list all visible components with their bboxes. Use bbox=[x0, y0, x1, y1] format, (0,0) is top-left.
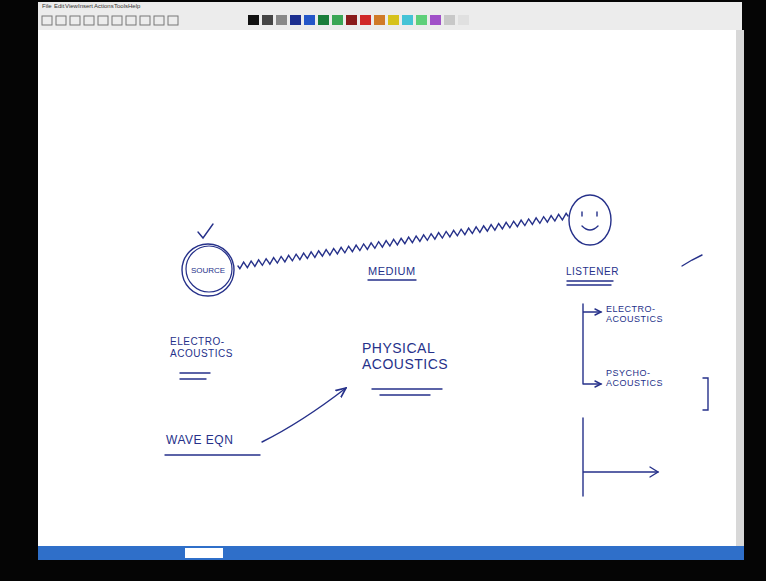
color-swatch bbox=[346, 15, 357, 25]
color-swatch bbox=[304, 15, 315, 25]
menu-item: Actions bbox=[94, 3, 114, 10]
color-swatch bbox=[444, 15, 455, 25]
bracket bbox=[703, 378, 708, 410]
face bbox=[582, 212, 598, 230]
check-mark bbox=[682, 255, 702, 266]
menu-item: Help bbox=[128, 3, 140, 10]
tool-icon bbox=[70, 16, 80, 25]
underline bbox=[567, 281, 613, 285]
color-swatch bbox=[388, 15, 399, 25]
node-label: SOURCE bbox=[191, 266, 225, 275]
color-swatch bbox=[402, 15, 413, 25]
handwritten-label: PHYSICAL ACOUSTICS bbox=[362, 340, 448, 372]
toolbar-icons bbox=[42, 15, 469, 25]
wavy-line bbox=[238, 213, 568, 268]
menu-item: Tools bbox=[114, 3, 128, 10]
bracket bbox=[583, 304, 601, 384]
tool-icon bbox=[84, 16, 94, 25]
color-swatch bbox=[374, 15, 385, 25]
handwritten-label: LISTENER bbox=[566, 266, 619, 278]
tool-icon bbox=[168, 16, 178, 25]
tool-icon bbox=[112, 16, 122, 25]
color-swatch bbox=[290, 15, 301, 25]
page-bar-slot bbox=[185, 548, 223, 558]
color-swatch bbox=[430, 15, 441, 25]
color-swatch bbox=[416, 15, 427, 25]
toolbar bbox=[38, 2, 742, 30]
color-swatch bbox=[360, 15, 371, 25]
underline bbox=[180, 373, 210, 379]
circle-outline bbox=[186, 246, 232, 292]
menu-item: File bbox=[42, 3, 52, 10]
listener-head bbox=[569, 195, 611, 245]
arrow bbox=[262, 388, 346, 442]
color-swatch bbox=[248, 15, 259, 25]
arrowhead bbox=[595, 309, 601, 387]
handwritten-label: ELECTRO- ACOUSTICS bbox=[606, 304, 663, 325]
underline bbox=[165, 454, 260, 455]
tool-icon bbox=[98, 16, 108, 25]
tool-icon bbox=[42, 16, 52, 25]
menu-item: View bbox=[65, 3, 78, 10]
handwritten-label: PSYCHO- ACOUSTICS bbox=[606, 368, 663, 389]
color-swatch bbox=[332, 15, 343, 25]
tool-icon bbox=[126, 16, 136, 25]
color-swatch bbox=[318, 15, 329, 25]
underline bbox=[372, 389, 442, 395]
tool-icon bbox=[56, 16, 66, 25]
tool-icon bbox=[140, 16, 150, 25]
scrollbar bbox=[736, 30, 744, 546]
arrowhead bbox=[650, 467, 658, 477]
canvas bbox=[38, 30, 736, 546]
handwritten-label: MEDIUM bbox=[368, 265, 416, 278]
circle-outline bbox=[182, 244, 234, 296]
source-circle: SOURCE bbox=[180, 242, 236, 298]
underline bbox=[368, 279, 416, 280]
axes bbox=[583, 418, 658, 496]
color-swatch bbox=[276, 15, 287, 25]
menu-item: Insert bbox=[78, 3, 93, 10]
page-bar bbox=[38, 546, 744, 560]
tool-icon bbox=[154, 16, 164, 25]
ink bbox=[165, 195, 708, 496]
check-mark bbox=[198, 224, 213, 238]
color-swatch bbox=[458, 15, 469, 25]
menu-item: Edit bbox=[54, 3, 64, 10]
color-swatch bbox=[262, 15, 273, 25]
handwritten-label: WAVE EQN bbox=[166, 434, 233, 448]
handwritten-label: ELECTRO- ACOUSTICS bbox=[170, 336, 233, 359]
